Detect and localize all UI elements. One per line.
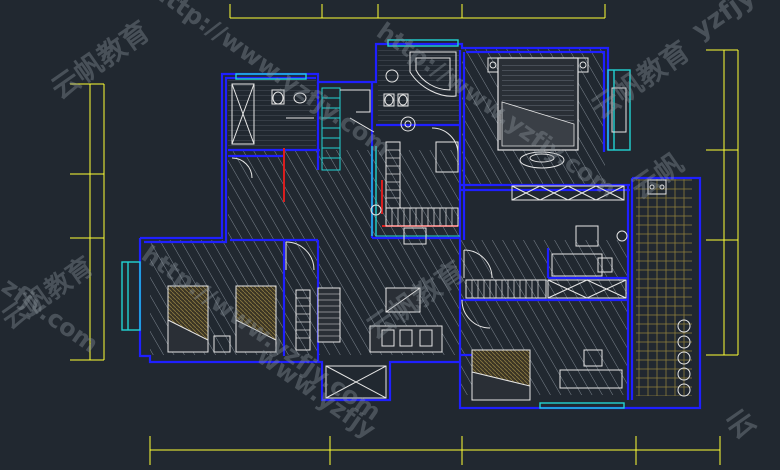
piano [317, 287, 341, 343]
void-opening [325, 365, 387, 399]
stairs [321, 87, 375, 171]
watermark-text: 云 [720, 403, 762, 446]
chair-study [597, 257, 613, 273]
watermark-text: 云帆教育 [45, 14, 156, 105]
door-study [461, 299, 491, 329]
window-right-top [607, 69, 631, 151]
window-bottom [539, 402, 625, 409]
desk-bottom [559, 369, 623, 389]
dimension-lines [70, 4, 739, 465]
toilet-bath-1 [383, 93, 395, 107]
plant-balcony-4 [677, 367, 691, 381]
wardrobe-vertical [385, 141, 401, 209]
plant-hall [370, 204, 382, 216]
bathtub [409, 51, 457, 97]
door-wc [231, 157, 253, 179]
windows [121, 39, 631, 409]
wardrobe-study [465, 279, 547, 299]
plant-balcony-1 [677, 319, 691, 333]
nightstand [213, 335, 231, 353]
walls [138, 42, 702, 410]
watermark-text: yzfjy [687, 0, 761, 46]
lounge-chair-right [611, 87, 627, 133]
wardrobes [295, 141, 627, 351]
doors [231, 127, 493, 329]
balcony-tiles [636, 178, 692, 396]
bed-study [471, 349, 531, 401]
armchair-study [575, 225, 599, 247]
plant-bath [385, 69, 399, 83]
counter-hall [435, 141, 459, 173]
desk-master [519, 151, 565, 169]
bathroom-fixtures [231, 51, 457, 145]
shelf-bedroom-left [295, 289, 311, 351]
study-chair [583, 349, 603, 367]
plant-balcony-2 [677, 335, 691, 349]
beds [167, 57, 589, 401]
window-left [121, 261, 141, 331]
master-bed [487, 57, 589, 151]
furniture [317, 69, 691, 399]
window-top [387, 39, 459, 47]
stove [647, 179, 667, 195]
plant-balcony-5 [677, 383, 691, 397]
basin-wc [293, 92, 307, 104]
chair-hall [403, 227, 427, 245]
plant-balcony-3 [677, 351, 691, 365]
door-bedroom [285, 241, 315, 271]
shower-wc [231, 83, 255, 145]
desk-study [551, 253, 603, 277]
door-hall [463, 249, 493, 279]
toilet-bath-2 [397, 93, 409, 107]
window-wc [235, 73, 307, 80]
lamp-study [616, 230, 628, 242]
basin-bath [400, 116, 416, 132]
